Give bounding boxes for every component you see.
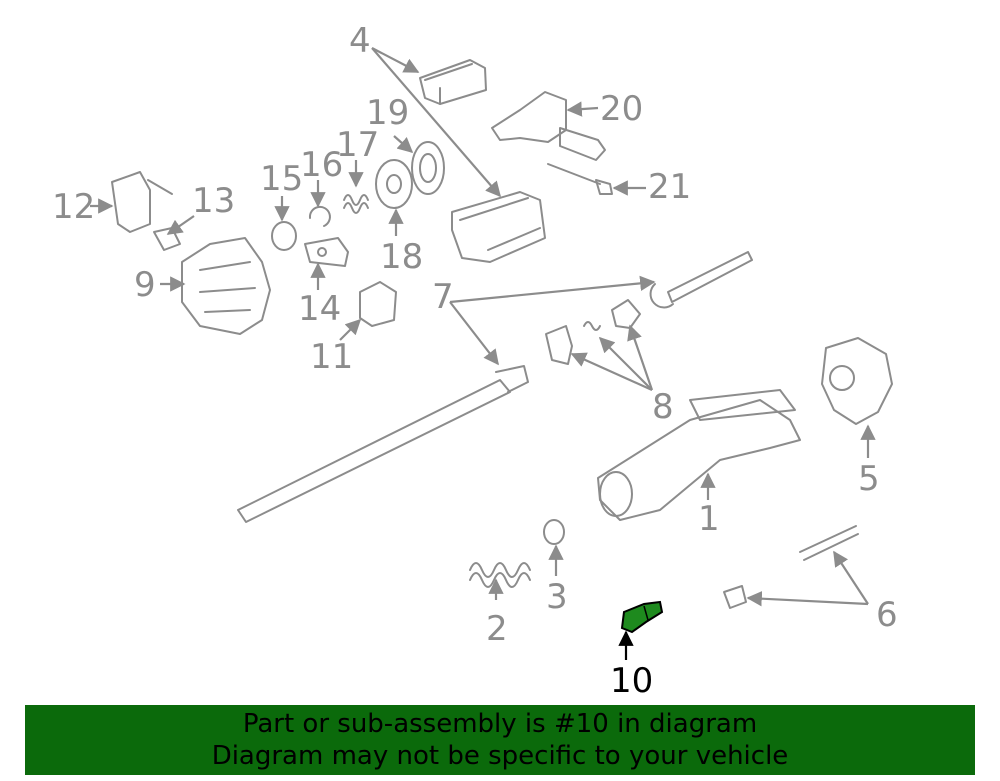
leader-lines [90, 47, 876, 660]
callout-20: 20 [600, 89, 643, 129]
callout-16: 16 [300, 145, 343, 185]
callout-6: 6 [876, 595, 898, 635]
part-20-switch [491, 91, 606, 161]
callout-14: 14 [298, 289, 341, 329]
part-5-housing [821, 337, 893, 425]
part-21-rod [547, 163, 613, 195]
part-1-column-jacket [597, 389, 801, 521]
part-4-upper-cover [419, 59, 487, 105]
callout-9: 9 [134, 265, 156, 305]
banner-line-1: Part or sub-assembly is #10 in diagram [242, 709, 758, 739]
banner-line-2: Diagram may not be specific to your vehi… [211, 741, 789, 771]
part-19-gear [411, 141, 445, 195]
callout-5: 5 [858, 459, 880, 499]
callout-11: 11 [310, 337, 353, 377]
callout-18: 18 [380, 237, 423, 277]
part-18-washer [375, 159, 413, 209]
part-10-highlighted[interactable] [620, 600, 664, 634]
part-15-ring [271, 221, 297, 251]
part-14-bracket [304, 237, 349, 267]
part-3-bushing [543, 519, 565, 545]
part-7-upper-shaft [649, 251, 753, 309]
callout-2: 2 [486, 609, 508, 649]
callout-10: 10 [610, 661, 653, 700]
part-4-lower-cover [451, 191, 546, 263]
callout-17: 17 [336, 125, 379, 165]
callout-3: 3 [546, 577, 568, 617]
part-8-kit [545, 299, 641, 365]
part-6-bushing [723, 585, 747, 609]
part-16-clip [308, 205, 331, 227]
callout-7: 7 [432, 277, 454, 317]
callout-13: 13 [192, 181, 235, 221]
callout-12: 12 [52, 187, 95, 227]
part-13-sleeve [153, 227, 181, 251]
part-7-lower-shaft [237, 365, 529, 523]
callout-1: 1 [698, 499, 720, 539]
part-12-lock-cylinder [111, 171, 173, 233]
callout-15: 15 [260, 159, 303, 199]
callout-4: 4 [349, 21, 371, 61]
part-9-housing [181, 237, 271, 335]
part-6-spring [799, 525, 859, 561]
part-17-spring [343, 194, 369, 214]
part-11-switch-block [359, 281, 397, 327]
info-banner: Part or sub-assembly is #10 in diagram D… [25, 705, 975, 775]
callout-8: 8 [652, 387, 674, 427]
callout-21: 21 [648, 167, 691, 207]
callout-19: 19 [366, 93, 409, 133]
parts-diagram: 4 20 21 19 17 16 15 12 13 18 9 14 7 11 8… [52, 21, 898, 700]
part-2-spring [469, 562, 531, 588]
